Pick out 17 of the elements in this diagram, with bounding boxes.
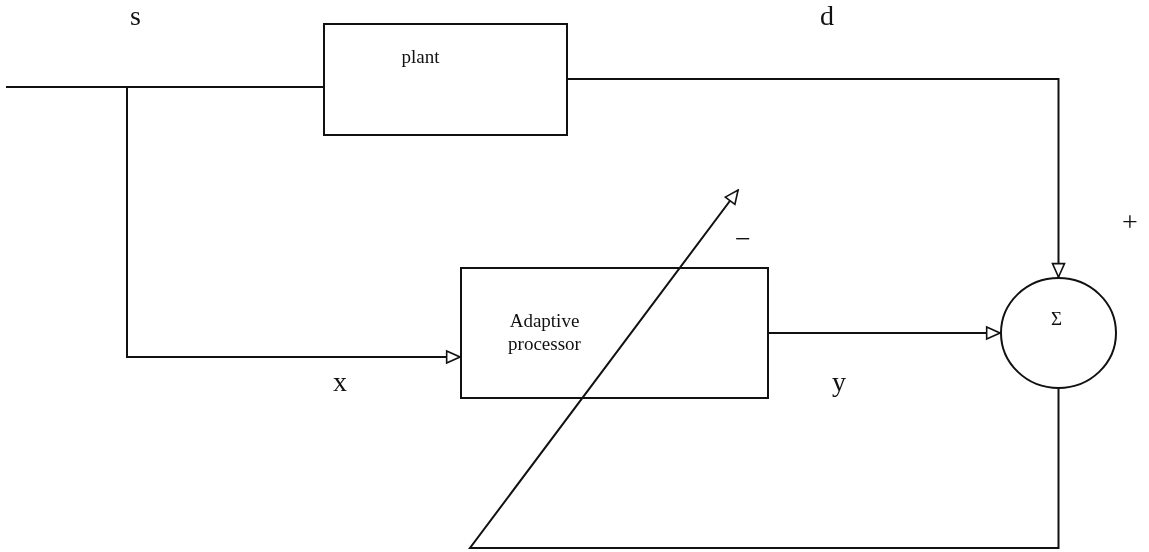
signal-label: s [130, 2, 141, 30]
arrow [768, 326, 1001, 340]
arrow [567, 78, 1066, 278]
signal-label: + [1122, 208, 1138, 236]
signal-label: x [333, 368, 347, 396]
block-label: plant [401, 46, 440, 69]
signal-label: − [735, 225, 751, 253]
block-label: Σ [1050, 307, 1063, 331]
summing-junction [1000, 277, 1117, 389]
process-box [460, 267, 769, 399]
signal-label: y [832, 368, 846, 396]
plant-box [323, 23, 568, 136]
arrow [468, 189, 1060, 549]
block-label: Adaptive processor [507, 310, 582, 356]
signal-label: d [820, 2, 834, 30]
signal-line [5, 86, 324, 88]
signal-line [126, 86, 461, 364]
